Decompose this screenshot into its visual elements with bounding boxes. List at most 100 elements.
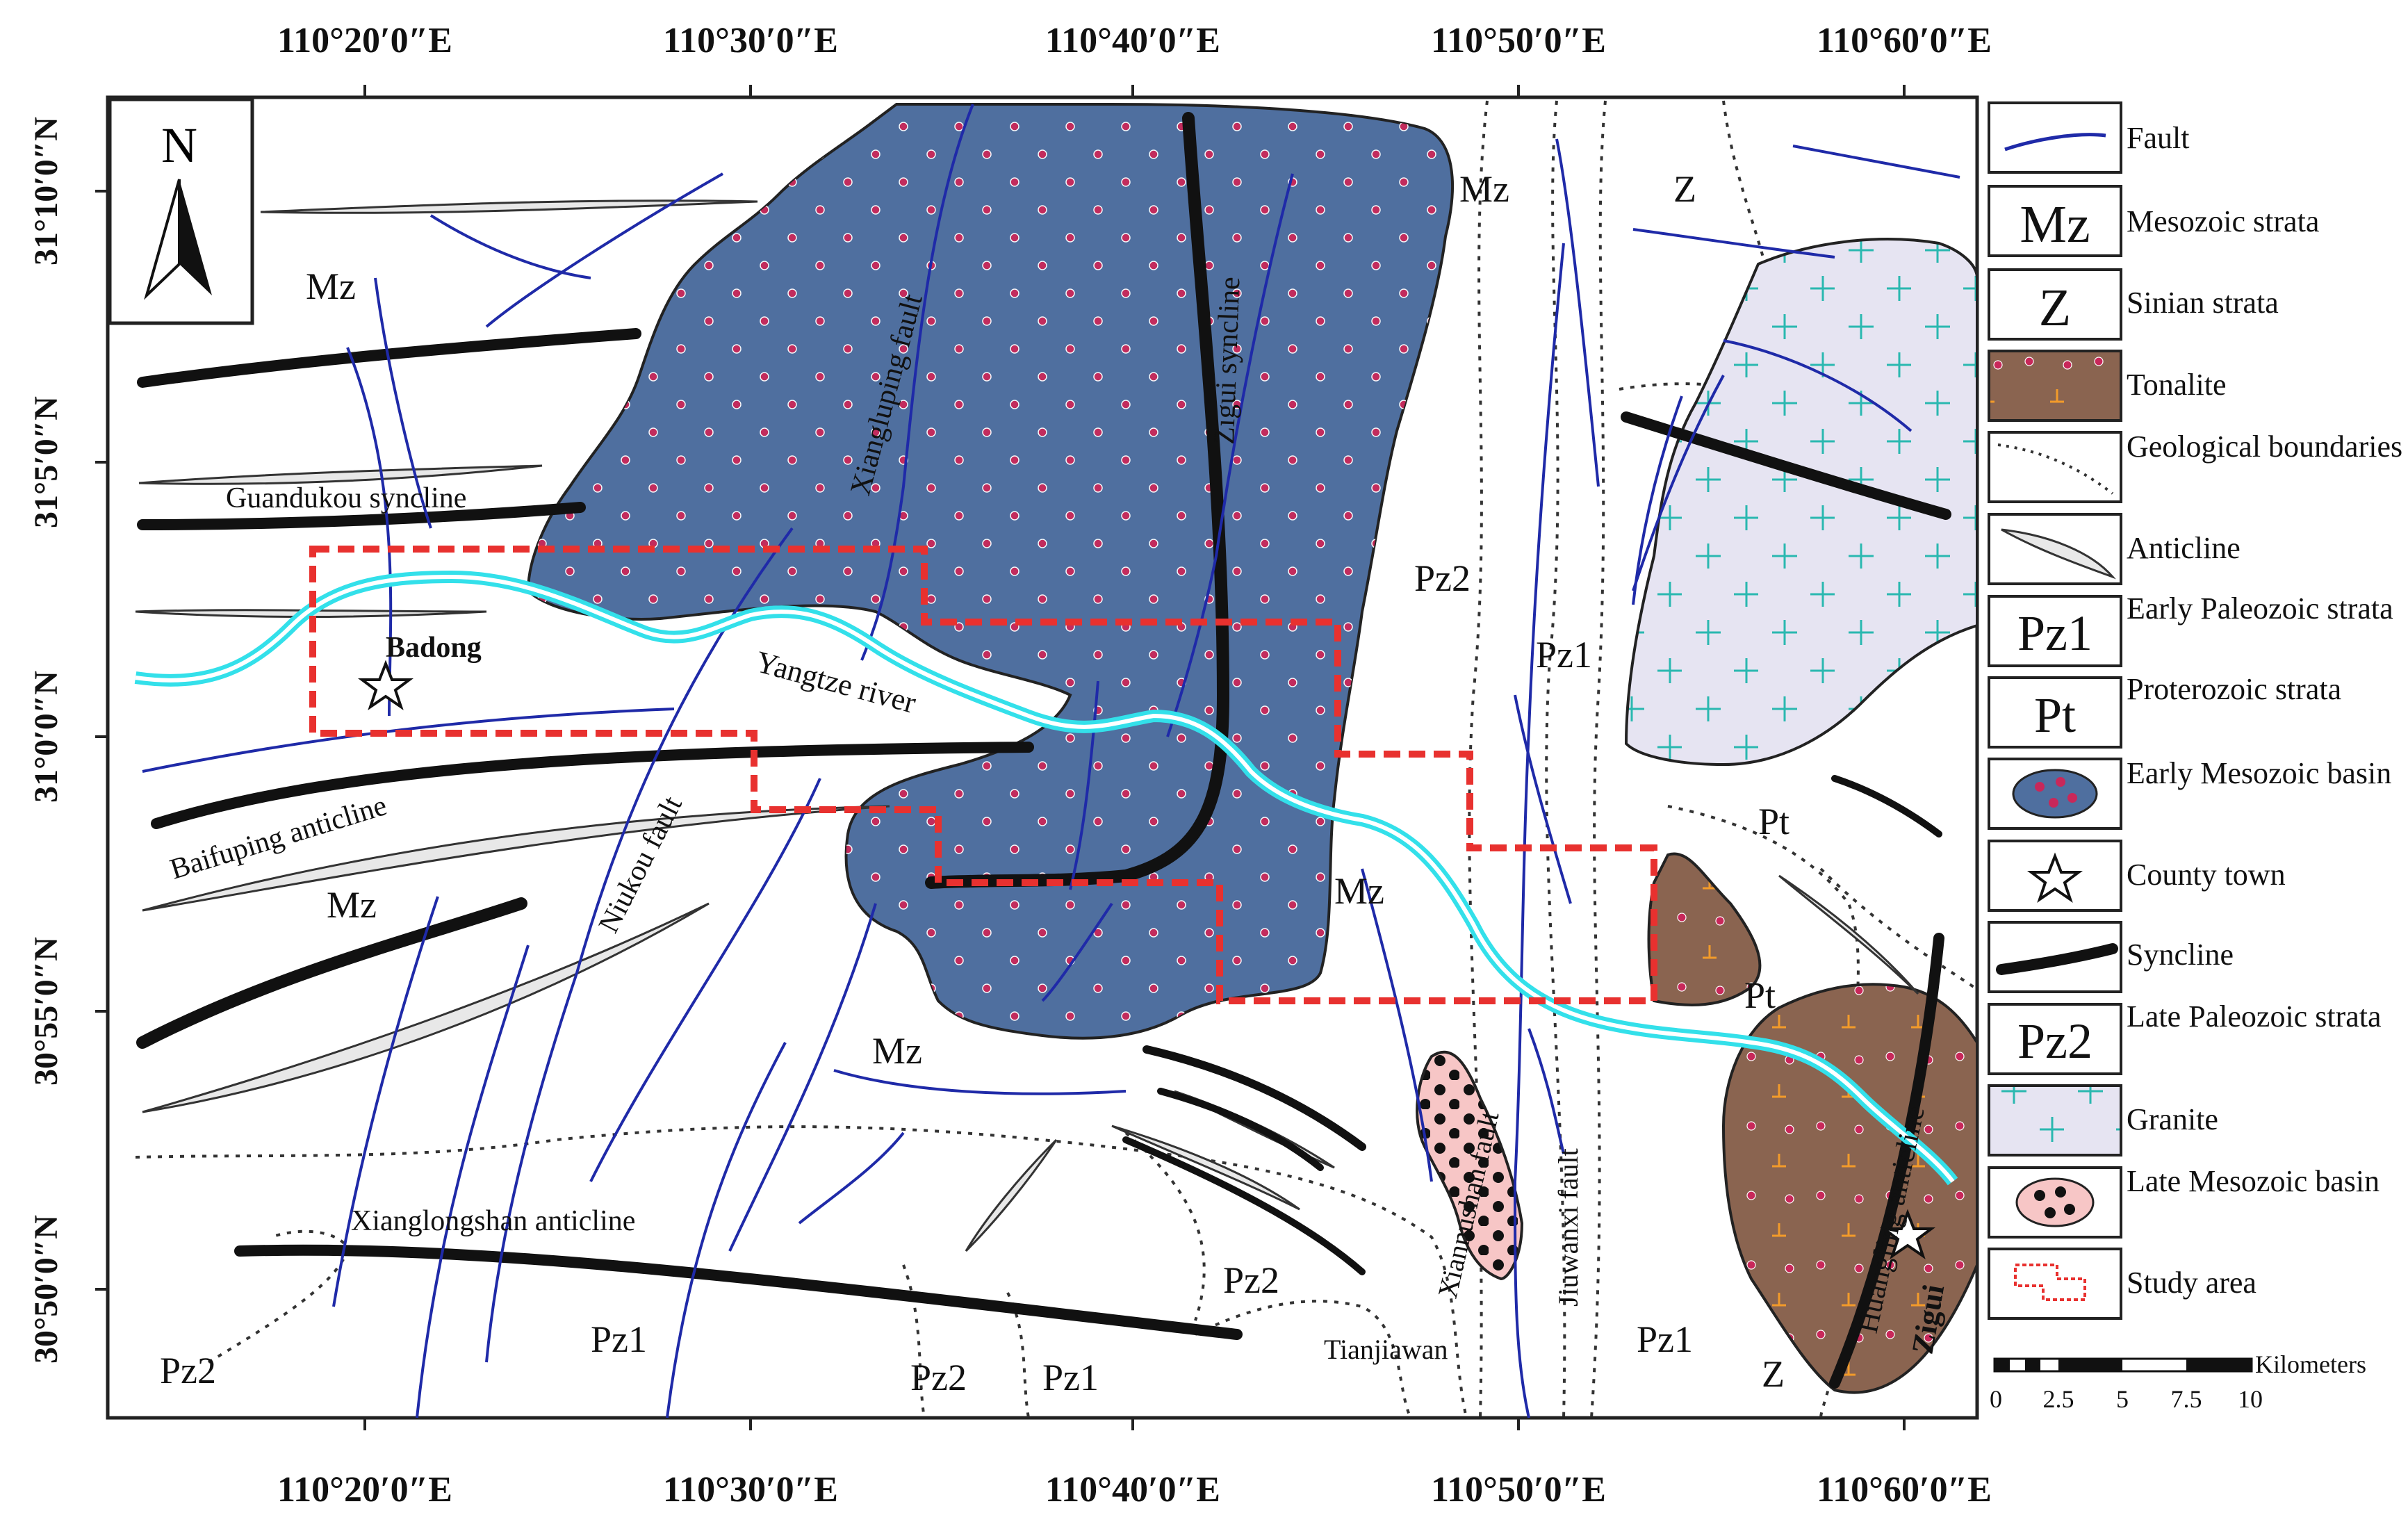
faults (142, 104, 1960, 1419)
scale-tick: 7.5 (2171, 1385, 2202, 1413)
pz1-label: Pz1 (591, 1318, 647, 1360)
legend-label: Study area (2127, 1266, 2257, 1300)
pt-label: Pt (1744, 974, 1776, 1016)
county-town-markers (358, 660, 1935, 1259)
xianglongshan-anticline-label: Xianglongshan anticline (351, 1205, 635, 1237)
study-area-symbol-icon (2014, 1264, 2086, 1301)
legend-label: Early Paleozoic strata (2127, 591, 2393, 626)
pz2-label: Pz2 (910, 1357, 967, 1398)
legend-label: Granite (2127, 1102, 2218, 1136)
legend-item-study-area: Study area (1988, 1248, 2257, 1320)
top-coord-1: 110°20′0″E (277, 21, 452, 60)
north-arrow-icon (179, 179, 212, 295)
legend-item-pz2: Pz2 Late Paleozoic strata (1988, 999, 2382, 1075)
star-icon (2027, 852, 2083, 903)
legend-symbol: Pz2 (2017, 1013, 2092, 1069)
legend-label: County town (2127, 858, 2286, 892)
study-area (309, 546, 1657, 1004)
late-mesozoic-basin (1416, 1050, 1524, 1281)
mz-label: Mz (306, 265, 356, 307)
legend-symbol: Mz (2020, 195, 2090, 254)
yangtze-river (134, 570, 1958, 1186)
legend-item-z: Z Sinian strata (1988, 268, 2279, 341)
anticline-symbol-icon (2001, 528, 2116, 580)
legend-item-mz: Mz Mesozoic strata (1988, 185, 2319, 257)
legend-label: Late Paleozoic strata (2127, 999, 2382, 1033)
legend-label: Tonalite (2127, 368, 2227, 402)
left-coord-2: 31°5′0″N (28, 396, 65, 528)
strata-labels: Mz Mz Mz Mz Mz Z Z Pz2 Pz1 Pt Pt Pz2 Pz1… (160, 168, 1789, 1398)
legend-symbol: Z (2039, 279, 2071, 337)
scale-tick: 0 (1990, 1385, 2002, 1413)
legend-item-fault: Fault (1988, 101, 2189, 174)
legend-label: Early Mesozoic basin (2127, 756, 2392, 790)
left-coord-1: 31°10′0″N (28, 117, 65, 265)
left-coordinates: 31°10′0″N 31°5′0″N 31°0′0″N 30°55′0″N 30… (28, 117, 65, 1364)
legend-item-geo-boundaries: Geological boundaries (1988, 430, 2403, 503)
left-coord-3: 31°0′0″N (28, 671, 65, 803)
legend-label: Syncline (2127, 938, 2234, 972)
tick-marks (95, 85, 1906, 1430)
pz1-label: Pz1 (1536, 634, 1592, 676)
bottom-coord-3: 110°40′0″E (1045, 1470, 1220, 1510)
fault-symbol-icon (2004, 133, 2106, 152)
legend-label: Mesozoic strata (2127, 204, 2319, 238)
north-arrow-label: N (161, 117, 197, 173)
zigui-syncline-label: Zigui syncline (1209, 276, 1246, 445)
legend-label: Geological boundaries (2127, 430, 2403, 464)
z-label: Z (1762, 1353, 1785, 1395)
legend-item-tonalite: Tonalite (1988, 350, 2227, 422)
legend-label: Sinian strata (2127, 286, 2279, 320)
legend-item-syncline: Syncline (1988, 921, 2234, 993)
scale-tick: 5 (2116, 1385, 2129, 1413)
scale-tick: 2.5 (2043, 1385, 2074, 1413)
mz-label: Mz (327, 884, 377, 926)
scale-unit: Kilometers (2255, 1350, 2366, 1378)
bottom-coord-4: 110°50′0″E (1431, 1470, 1606, 1510)
top-coordinates: 110°20′0″E 110°30′0″E 110°40′0″E 110°50′… (277, 21, 1992, 60)
tianjiawan-label: Tianjiawan (1324, 1334, 1448, 1365)
jiuwanxi-fault-label: Jiuwanxi fault (1553, 1148, 1584, 1307)
granite-body (1624, 238, 1979, 767)
legend-item-pt: Pt Proterozoic strata (1988, 673, 2342, 749)
legend-item-pz1: Pz1 Early Paleozoic strata (1988, 591, 2393, 667)
pz1-label: Pz1 (1042, 1357, 1099, 1398)
basin-symbol-icon (2012, 769, 2098, 819)
pz1-label: Pz1 (1637, 1318, 1693, 1360)
pz2-label: Pz2 (1223, 1259, 1279, 1301)
top-coord-3: 110°40′0″E (1045, 21, 1220, 60)
legend-label: Fault (2127, 121, 2189, 155)
north-arrow: N (108, 97, 254, 325)
z-label: Z (1673, 168, 1696, 210)
guandukou-syncline-label: Guandukou syncline (226, 482, 466, 514)
bottom-coordinates: 110°20′0″E 110°30′0″E 110°40′0″E 110°50′… (277, 1470, 1992, 1510)
legend-label: Proterozoic strata (2127, 673, 2342, 706)
legend-item-granite: Granite (1988, 1084, 2218, 1157)
zigui-star-icon (1880, 1209, 1935, 1259)
syncline-symbol-icon (1996, 943, 2118, 975)
top-coord-4: 110°50′0″E (1431, 21, 1606, 60)
legend: Fault Mz Mesozoic strata Z Sinian strata… (1988, 101, 2403, 1320)
legend-label: Late Mesozoic basin (2127, 1164, 2380, 1198)
legend-label: Anticline (2127, 531, 2241, 565)
top-coord-2: 110°30′0″E (663, 21, 838, 60)
left-coord-5: 30°50′0″N (28, 1215, 65, 1364)
scale-tick: 10 (2238, 1385, 2263, 1413)
bottom-coord-2: 110°30′0″E (663, 1470, 838, 1510)
legend-symbol: Pz1 (2017, 605, 2092, 661)
pt-label: Pt (1758, 801, 1789, 842)
mz-label: Mz (872, 1030, 922, 1072)
pz2-label: Pz2 (160, 1350, 216, 1391)
legend-item-county-town: County town (1988, 840, 2286, 912)
bottom-coord-5: 110°60′0″E (1817, 1470, 1992, 1510)
legend-item-late-mz-basin: Late Mesozoic basin (1988, 1164, 2380, 1239)
badong-star-icon (358, 660, 413, 710)
mz-label: Mz (1334, 870, 1384, 912)
pz2-label: Pz2 (1414, 557, 1471, 599)
legend-item-anticline: Anticline (1988, 513, 2241, 585)
early-mesozoic-basin (526, 103, 1454, 1040)
top-coord-5: 110°60′0″E (1817, 21, 1992, 60)
legend-item-early-mz-basin: Early Mesozoic basin (1988, 756, 2392, 830)
badong-label: Badong (386, 632, 482, 664)
mz-label: Mz (1459, 168, 1509, 210)
